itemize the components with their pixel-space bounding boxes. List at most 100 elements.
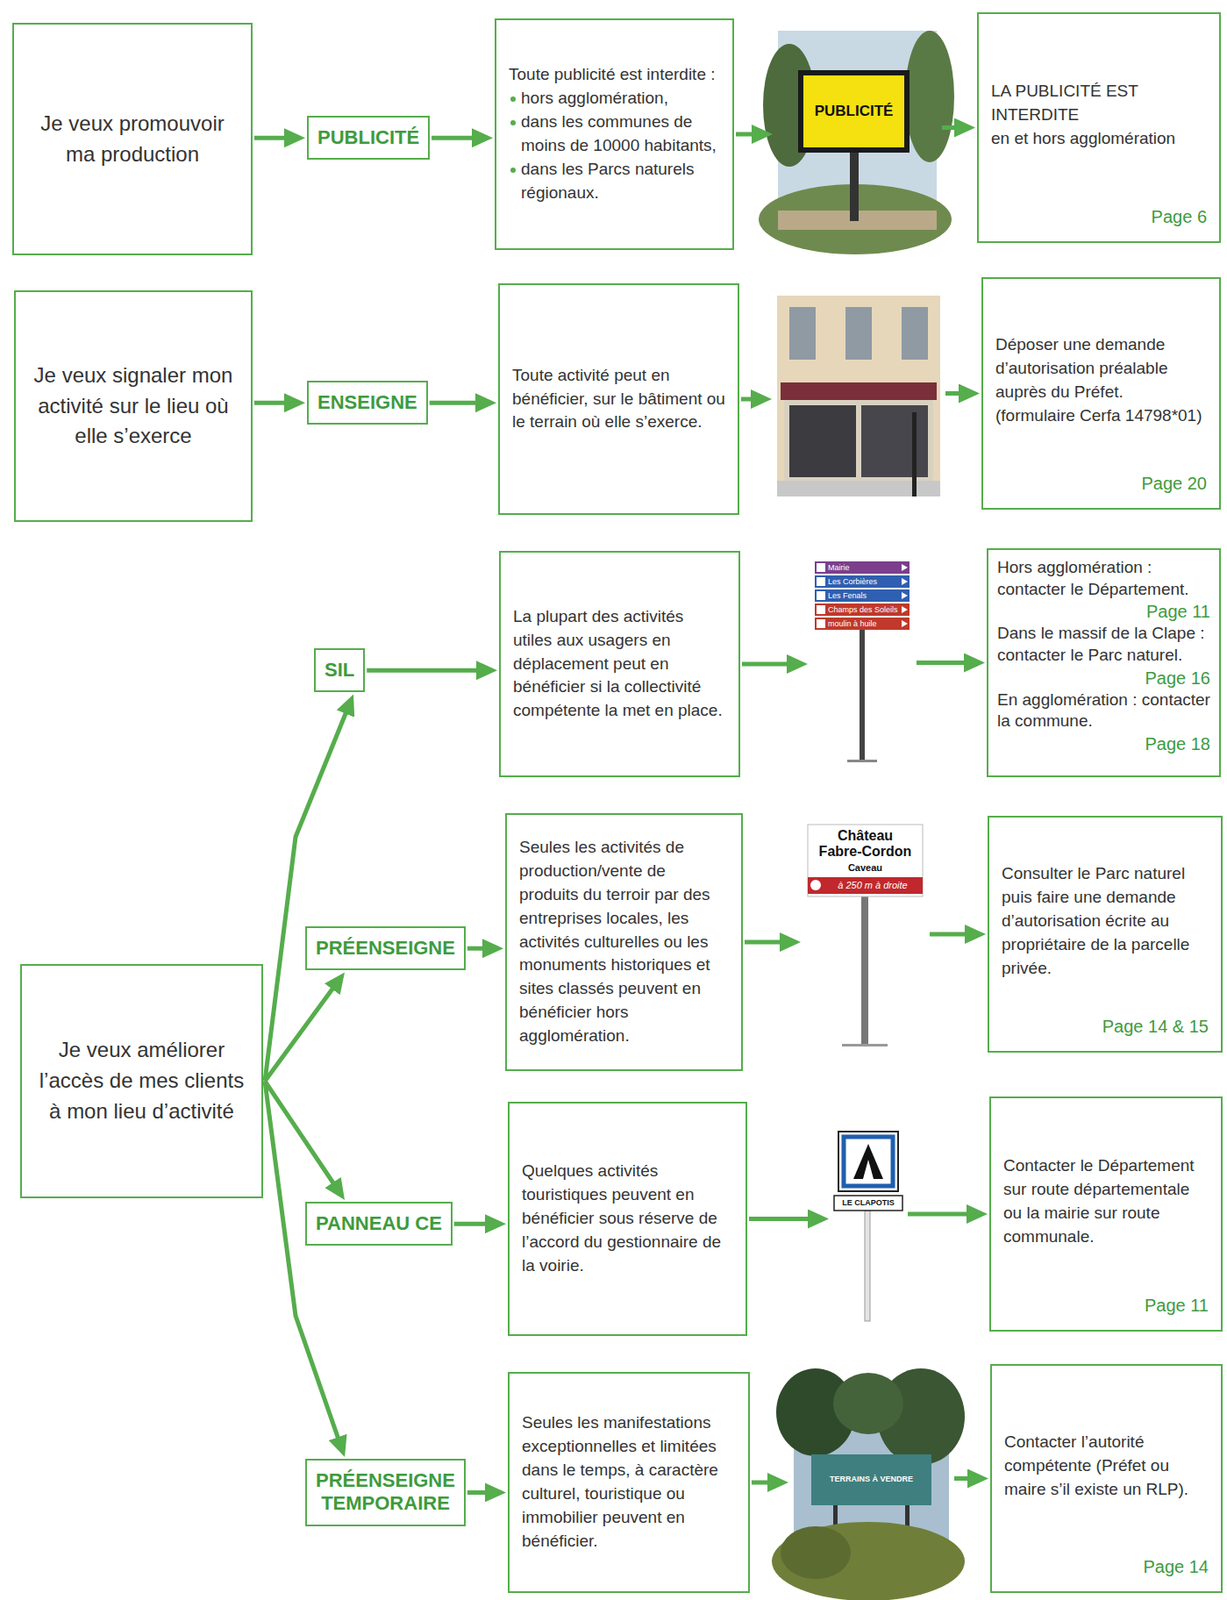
sil-sign bbox=[814, 561, 910, 763]
arrow-line bbox=[429, 400, 486, 406]
box-text: Toute publicité est interdite : bbox=[508, 63, 721, 87]
flow-arrow bbox=[741, 663, 975, 665]
page-ref: Page 16 bbox=[997, 666, 1211, 690]
arrow-line bbox=[741, 397, 762, 402]
rule-box: Quelques activités touristiques peuvent … bbox=[507, 1101, 748, 1336]
sign-text: Les Fenals bbox=[827, 589, 867, 602]
flow-arrow bbox=[366, 670, 487, 671]
box-text: La plupart des activités utiles aux usag… bbox=[513, 605, 727, 724]
page-ref: Page 11 bbox=[1003, 1292, 1209, 1318]
flow-arrow bbox=[264, 980, 339, 1081]
box-text: PANNEAU CE bbox=[315, 1212, 443, 1235]
bullet-item: dans les communes de moins de 10000 habi… bbox=[508, 110, 721, 158]
flow-arrow bbox=[264, 704, 350, 1082]
need-box: Je veux améliorer l’accès de mes clients… bbox=[20, 963, 264, 1199]
camping-sign bbox=[834, 1131, 903, 1321]
box-text: Je veux signaler mon activité sur le lie… bbox=[31, 360, 236, 452]
box-text: Seules les manifestations exceptionnelle… bbox=[521, 1411, 736, 1554]
billboard-photo bbox=[758, 30, 955, 255]
rule-box: Toute activité peut en bénéficier, sur l… bbox=[498, 283, 740, 515]
rule-box: Seules les manifestations exceptionnelle… bbox=[507, 1371, 750, 1593]
arrow-line bbox=[945, 391, 970, 396]
arrow-line bbox=[954, 1476, 978, 1481]
category-label: PANNEAU CE bbox=[305, 1201, 453, 1246]
arrow-line bbox=[916, 660, 975, 665]
box-text: Quelques activités touristiques peuvent … bbox=[521, 1159, 734, 1278]
flow-arrow bbox=[735, 128, 965, 136]
box-text: LA PUBLICITÉ EST INTERDITE bbox=[991, 79, 1207, 128]
action-box: Contacter l’autorité compétente (Préfet … bbox=[990, 1363, 1223, 1593]
box-text: Déposer une demande d’autorisation préal… bbox=[995, 333, 1207, 429]
action-box: Consulter le Parc naturel puis faire une… bbox=[987, 815, 1223, 1053]
rule-box: La plupart des activités utiles aux usag… bbox=[499, 550, 741, 778]
sign-text: à 250 m à droite bbox=[822, 877, 923, 893]
flow-arrow bbox=[749, 1213, 978, 1220]
box-text: Seules les activités de production/vente… bbox=[519, 835, 729, 1049]
box-text: PRÉENSEIGNE bbox=[315, 936, 456, 960]
sign-text: Champs des Soleils bbox=[827, 603, 899, 616]
box-text: Je veux promouvoir ma production bbox=[29, 108, 236, 171]
arrow-line bbox=[751, 1480, 778, 1485]
action-box: Contacter le Département sur route dépar… bbox=[989, 1096, 1223, 1332]
category-label: PUBLICITÉ bbox=[306, 115, 430, 160]
preenseigne-sign bbox=[807, 824, 923, 1047]
box-text: en et hors agglomération bbox=[991, 127, 1207, 151]
flow-arrow bbox=[264, 1081, 342, 1448]
arrow-line bbox=[454, 1221, 496, 1227]
flow-arrow bbox=[431, 137, 483, 139]
arrow-line bbox=[431, 135, 483, 141]
arrow-line bbox=[264, 704, 350, 1082]
box-text: Toute activité peut en bénéficier, sur l… bbox=[512, 363, 726, 436]
page-ref: Page 14 & 15 bbox=[1001, 1013, 1209, 1039]
sign-text: LE CLAPOTIS bbox=[834, 1196, 903, 1210]
sign-text: Château bbox=[807, 827, 923, 844]
rule-box: Seules les activités de production/vente… bbox=[505, 813, 743, 1071]
sign-text: Mairie bbox=[827, 561, 850, 574]
arrow-line bbox=[254, 135, 295, 141]
flow-arrow bbox=[467, 1491, 496, 1493]
action-box: Hors agglomération : contacter le Départ… bbox=[986, 548, 1221, 778]
flow-arrow bbox=[254, 137, 295, 139]
action-box: LA PUBLICITÉ EST INTERDITEen et hors agg… bbox=[977, 12, 1221, 243]
arrow-line bbox=[929, 932, 976, 937]
sign-text: Les Corbières bbox=[827, 575, 878, 588]
page-ref: Page 14 bbox=[1004, 1554, 1209, 1579]
box-text: Je veux améliorer l’accès de mes clients… bbox=[37, 1034, 246, 1127]
page-ref: Page 6 bbox=[991, 204, 1207, 229]
storefront-photo bbox=[777, 295, 941, 497]
sign-text: PUBLICITÉ bbox=[803, 102, 905, 121]
flow-arrow bbox=[741, 393, 970, 400]
arrow-line bbox=[254, 400, 295, 406]
box-text: Contacter le Département sur route dépar… bbox=[1003, 1154, 1209, 1249]
arrow-line bbox=[749, 1216, 819, 1221]
box-text: ENSEIGNE bbox=[317, 391, 418, 414]
flow-arrow bbox=[254, 402, 295, 404]
bullet-item: dans les Parcs naturels régionaux. bbox=[508, 157, 721, 206]
flow-arrow bbox=[744, 934, 976, 942]
need-box: Je veux promouvoir ma production bbox=[12, 22, 253, 256]
need-box: Je veux signaler mon activité sur le lie… bbox=[14, 290, 253, 522]
box-text: En agglomération : contacter la commune. bbox=[997, 689, 1211, 733]
box-text: Hors agglomération : contacter le Départ… bbox=[997, 556, 1211, 600]
arrow-line bbox=[941, 125, 965, 130]
flow-arrow bbox=[429, 402, 486, 404]
arrow-line bbox=[366, 668, 487, 673]
rule-box: Toute publicité est interdite :hors aggl… bbox=[494, 18, 735, 250]
page-ref: Page 20 bbox=[995, 470, 1207, 496]
sign-text: moulin à huile bbox=[827, 617, 878, 630]
flow-arrow bbox=[454, 1223, 496, 1225]
sign-text: TERRAINS À VENDRE bbox=[811, 1472, 932, 1485]
box-text: Consulter le Parc naturel puis faire une… bbox=[1001, 862, 1209, 981]
arrow-line bbox=[467, 1490, 496, 1495]
box-text: Dans le massif de la Clape : contacter l… bbox=[997, 622, 1211, 666]
arrow-line bbox=[735, 132, 763, 137]
arrow-line bbox=[744, 940, 791, 945]
category-label: ENSEIGNE bbox=[306, 380, 429, 425]
sign-text: Fabre-Cordon bbox=[807, 843, 923, 860]
page-ref: Page 18 bbox=[997, 732, 1211, 756]
arrow-line bbox=[907, 1212, 978, 1217]
arrow-line bbox=[741, 662, 798, 667]
bullet-item: hors agglomération, bbox=[508, 86, 721, 111]
flow-arrow bbox=[467, 948, 493, 949]
